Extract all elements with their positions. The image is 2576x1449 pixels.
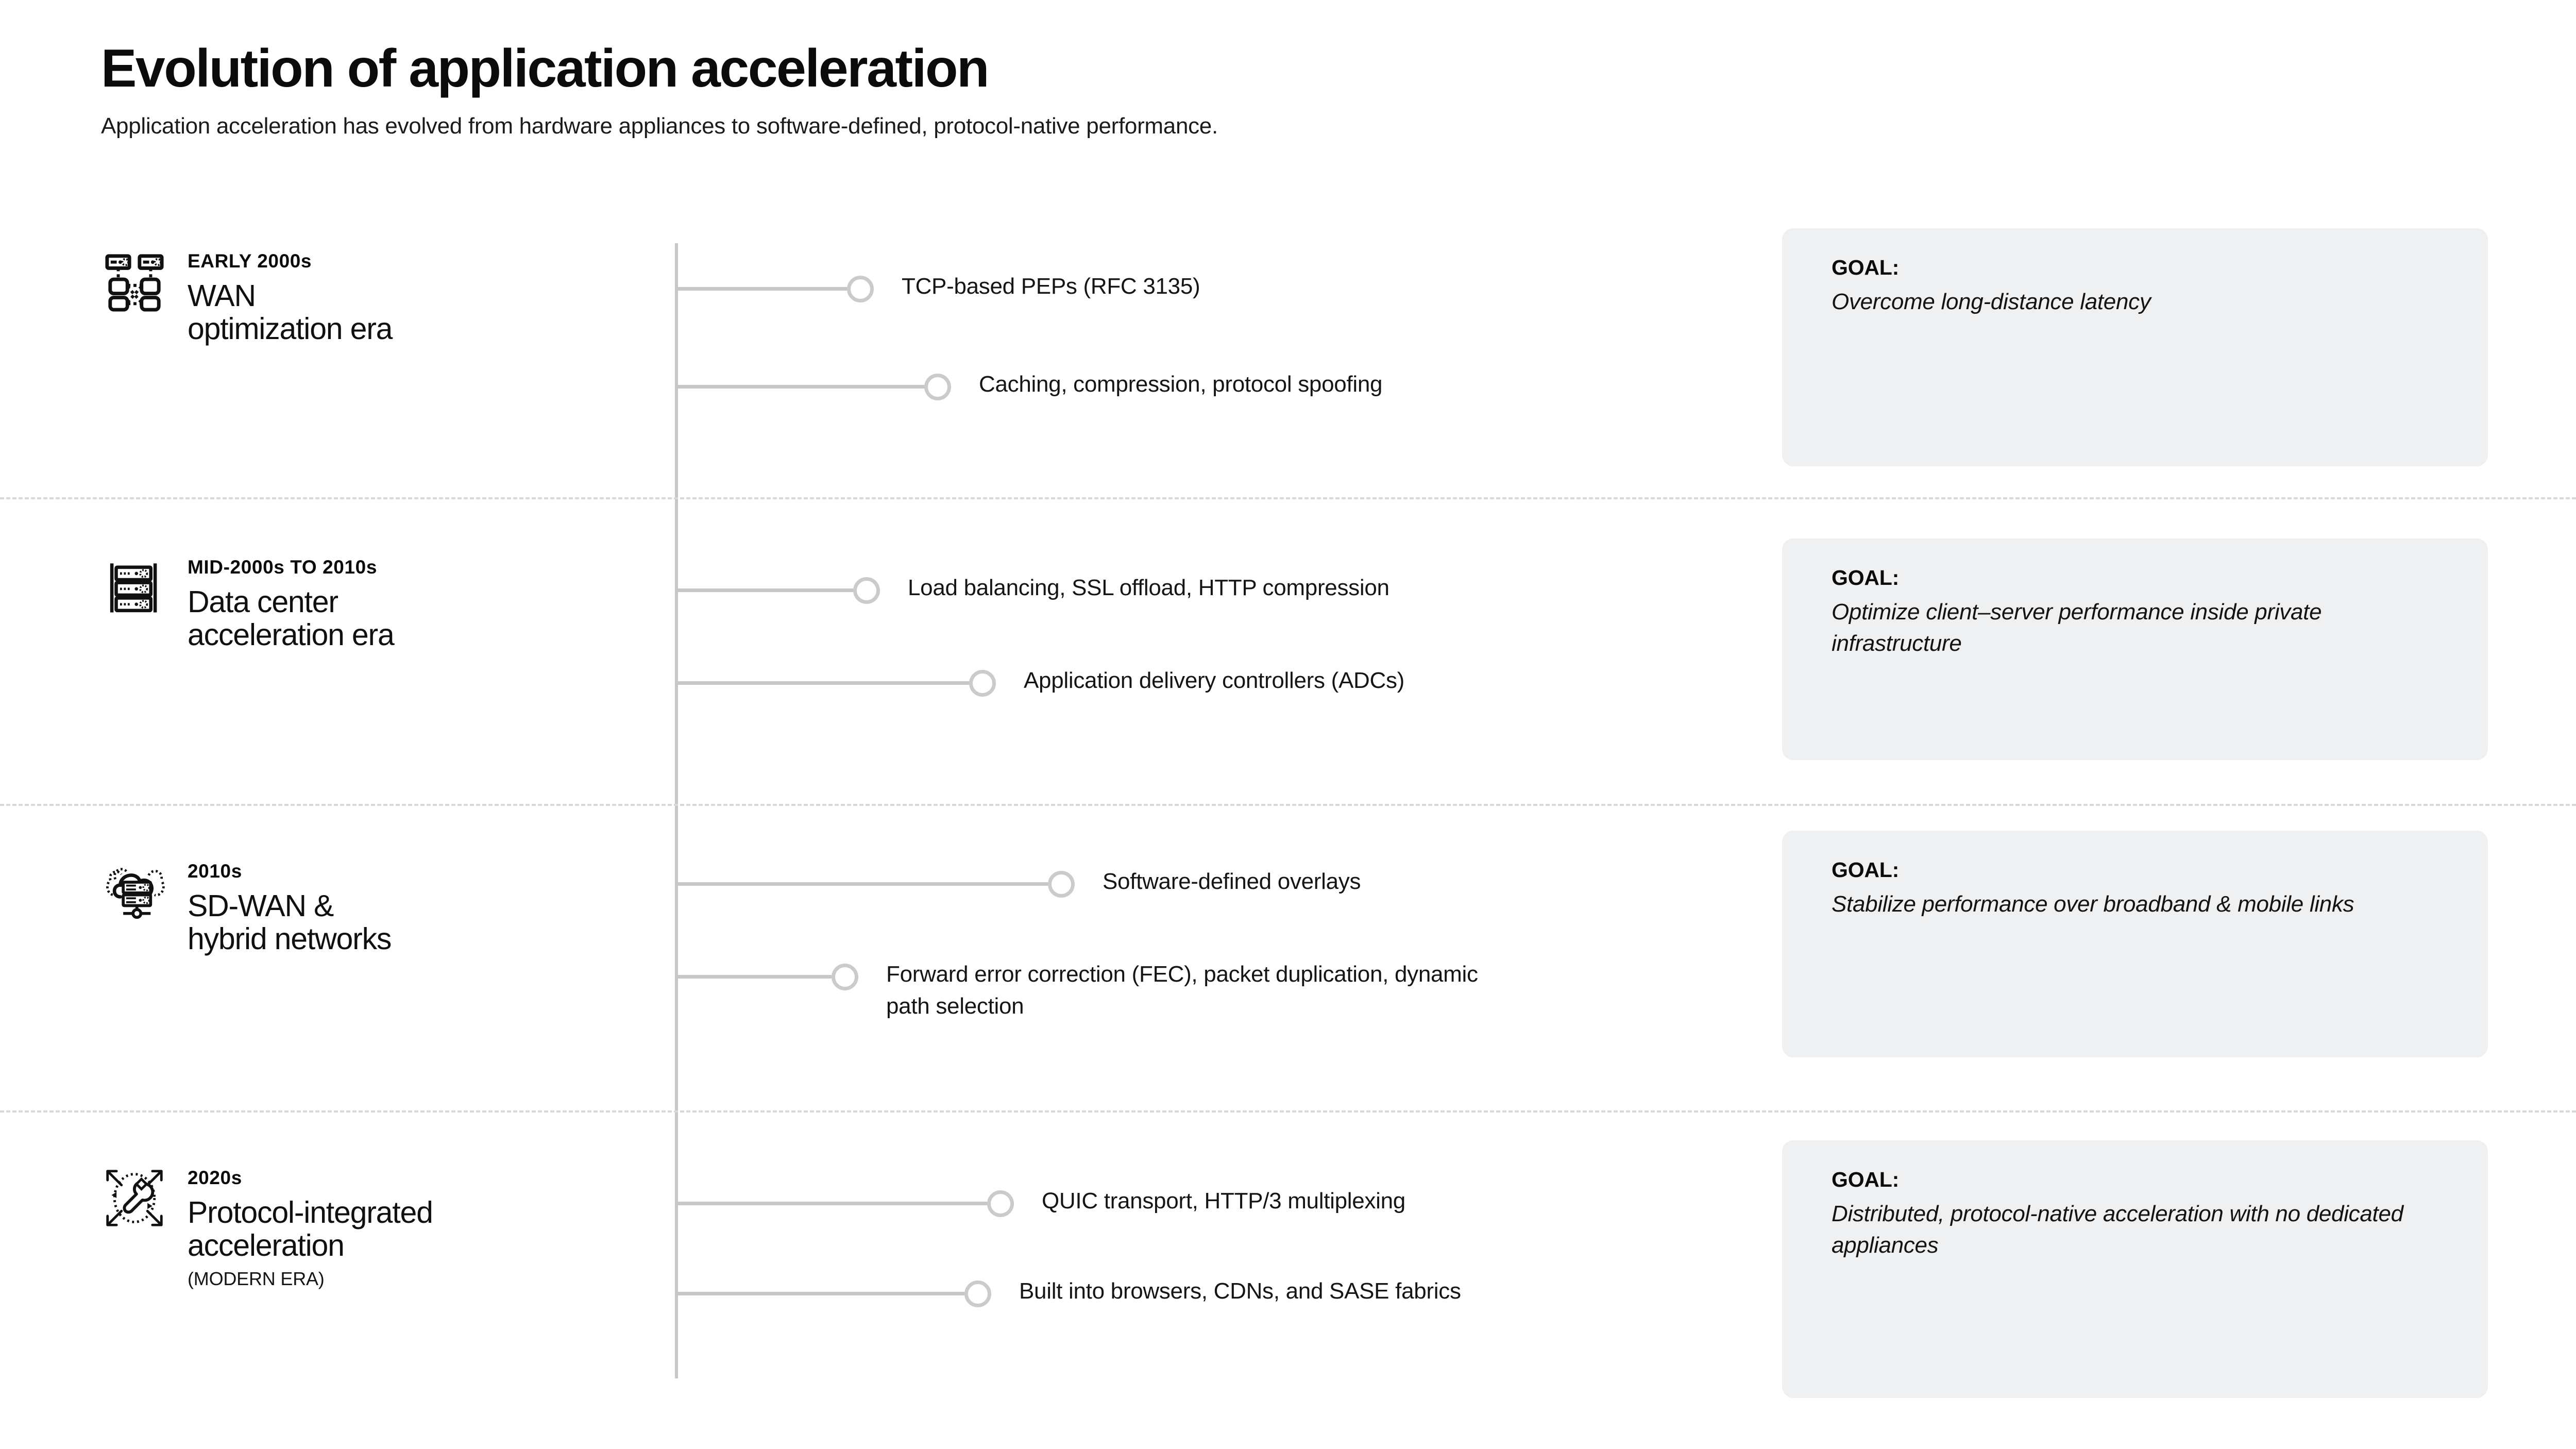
bullet-connector [678,975,832,979]
bullet-label: Built into browsers, CDNs, and SASE fabr… [1019,1278,1461,1304]
goal-text: Stabilize performance over broadband & m… [1832,891,2354,917]
bullet-dot [924,374,951,400]
bullet-connector [678,882,1048,886]
bullet-connector [678,1292,964,1295]
bullet-connector [678,588,853,592]
row-separator [0,1110,2576,1113]
bullet-label: QUIC transport, HTTP/3 multiplexing [1042,1188,1405,1214]
era-block: 2010s SD-WAN & hybrid networks [101,858,647,956]
era-note: (MODERN ERA) [188,1268,325,1289]
goal-label: GOAL: [1832,1168,1900,1191]
row-separator [0,497,2576,499]
era-period: MID-2000s TO 2010s [188,557,377,578]
era-text: EARLY 2000s WAN optimization era [188,248,393,346]
goal-card: GOAL: Stabilize performance over broadba… [1782,831,2488,1057]
goal-card: GOAL: Optimize client–server performance… [1782,538,2488,760]
bullet-dot [987,1190,1014,1217]
goal-text: Optimize client–server performance insid… [1832,599,2322,656]
goal-label: GOAL: [1832,566,1900,589]
wan-topology-icon [101,248,168,315]
era-name: WAN optimization era [188,279,393,346]
page-title: Evolution of application acceleration [101,39,990,98]
era-period: 2010s [188,861,242,882]
era-text: MID-2000s TO 2010s Data center accelerat… [188,554,395,652]
goal-text: Distributed, protocol-native acceleratio… [1832,1201,2403,1258]
era-name: SD-WAN & hybrid networks [188,889,392,956]
bullet-label: Caching, compression, protocol spoofing [979,372,1383,397]
goal-label: GOAL: [1832,256,1900,279]
bullet-connector [678,385,924,389]
bullet-label: Software-defined overlays [1103,869,1361,894]
era-period: 2020s [188,1167,242,1188]
bullet-dot [853,577,880,604]
goal-text: Overcome long-distance latency [1832,289,2151,315]
cloud-server-icon [101,858,168,925]
bullet-label: Load balancing, SSL offload, HTTP compre… [908,575,1389,600]
era-name: Data center acceleration era [188,585,395,652]
timeline-row: 2010s SD-WAN & hybrid networks Software-… [0,804,2576,1110]
page-header: Evolution of application acceleration Ap… [101,40,2316,141]
timeline-row: EARLY 2000s WAN optimization era TCP-bas… [0,228,2576,497]
goal-card: GOAL: Distributed, protocol-native accel… [1782,1140,2488,1398]
bullet-dot [832,964,858,990]
bullet-connector [678,681,969,685]
era-name: Protocol-integrated acceleration [188,1195,433,1263]
bullet-dot [847,276,874,302]
timeline-row: 2020s Protocol-integrated acceleration (… [0,1110,2576,1409]
bullet-dot [969,670,996,697]
bullet-connector [678,287,847,291]
bullet-connector [678,1202,987,1205]
goal-card: GOAL: Overcome long-distance latency [1782,228,2488,466]
server-rack-icon [101,554,168,621]
bullet-label: TCP-based PEPs (RFC 3135) [902,274,1200,299]
row-separator [0,804,2576,806]
bullet-label: Application delivery controllers (ADCs) [1024,668,1405,693]
bullet-label: Forward error correction (FEC), packet d… [886,962,1478,1019]
timeline: EARLY 2000s WAN optimization era TCP-bas… [0,228,2576,1409]
page-subtitle: Application acceleration has evolved fro… [101,113,1218,139]
era-block: MID-2000s TO 2010s Data center accelerat… [101,554,647,652]
wrench-expand-icon [101,1165,168,1232]
era-text: 2010s SD-WAN & hybrid networks [188,858,392,956]
era-period: EARLY 2000s [188,250,312,272]
era-text: 2020s Protocol-integrated acceleration (… [188,1165,433,1290]
era-block: 2020s Protocol-integrated acceleration (… [101,1165,647,1290]
timeline-row: MID-2000s TO 2010s Data center accelerat… [0,497,2576,804]
bullet-dot [964,1280,991,1307]
goal-label: GOAL: [1832,858,1900,882]
bullet-dot [1048,871,1075,898]
timeline-axis-line [675,243,678,1378]
era-block: EARLY 2000s WAN optimization era [101,248,647,346]
